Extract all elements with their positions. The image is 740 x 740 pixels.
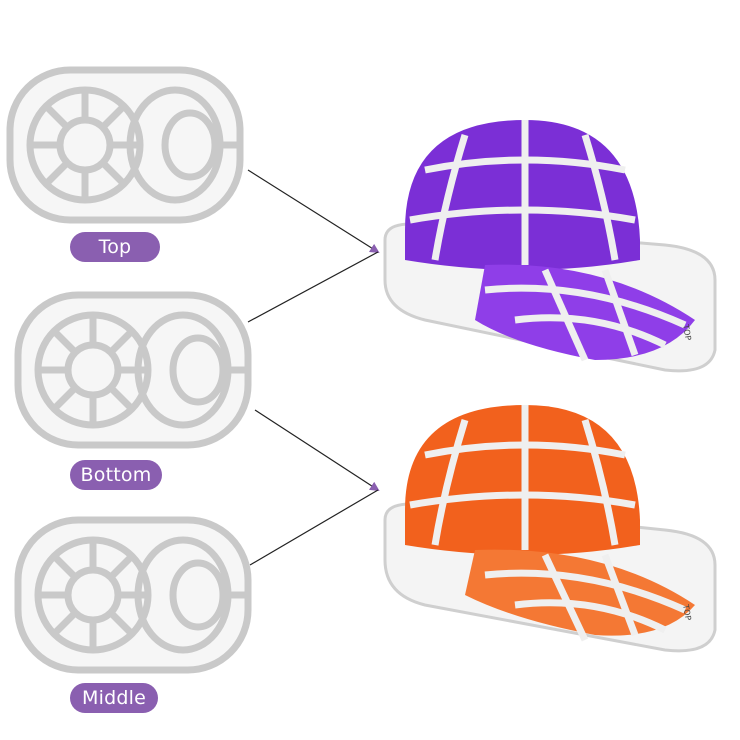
- arrow-top-to-cap: [247, 169, 380, 254]
- frame-top-text-1: TOP: [681, 323, 693, 341]
- label-middle: Middle: [70, 683, 158, 713]
- purple-cap-in-frame: TOP: [383, 120, 717, 373]
- arrow-bottom-to-cap: [247, 251, 379, 323]
- label-top-text: Top: [98, 236, 132, 258]
- label-top: Top: [70, 232, 160, 262]
- frame-piece-bottom: [14, 291, 252, 449]
- label-middle-text: Middle: [82, 687, 146, 709]
- frame-piece-top: [6, 66, 244, 224]
- arrow-bottom-to-cap2: [254, 409, 380, 492]
- label-bottom: Bottom: [70, 460, 162, 490]
- frame-piece-middle: [14, 516, 252, 674]
- label-bottom-text: Bottom: [80, 464, 152, 486]
- orange-cap-in-frame: TOP: [383, 405, 717, 653]
- frame-top-text-2: TOP: [681, 603, 693, 621]
- arrow-middle-to-cap: [249, 489, 379, 566]
